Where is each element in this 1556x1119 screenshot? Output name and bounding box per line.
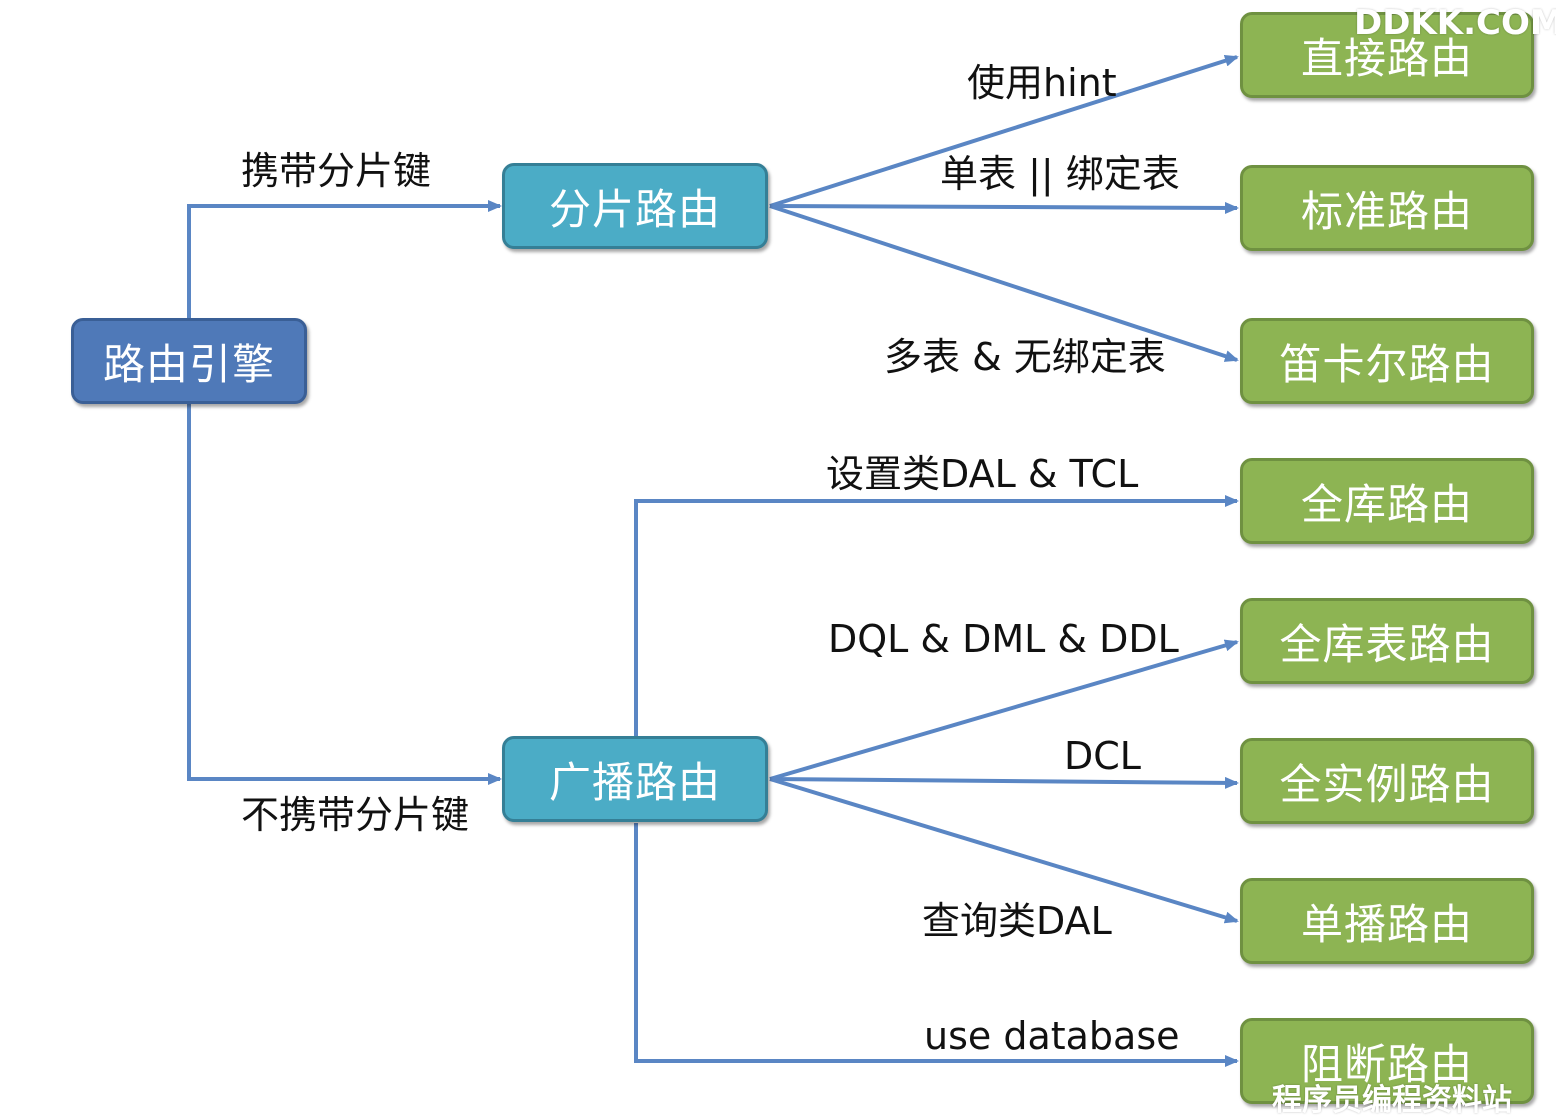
edge-shard-to-hint: [769, 54, 1239, 208]
label-single-or-binding-table: 单表 || 绑定表: [940, 152, 1180, 196]
label-dql-dml-ddl: DQL & DML & DDL: [828, 617, 1179, 661]
watermark-bottom: 程序员编程资料站: [1272, 1083, 1512, 1118]
edge-broadcast-to-ignore: [634, 823, 1239, 1067]
label-dal-tcl: 设置类DAL & TCL: [826, 452, 1139, 496]
edge-broadcast-to-unicast: [769, 777, 1239, 924]
node-instance-broadcast-route: 全实例路由: [1240, 738, 1534, 824]
node-unicast-route: 单播路由: [1240, 878, 1534, 964]
label-query-dal: 查询类DAL: [922, 899, 1112, 943]
label-use-hint: 使用hint: [967, 61, 1117, 105]
node-hint-route: 直接路由: [1240, 12, 1534, 98]
node-database-table-broadcast-route: 全库表路由: [1240, 598, 1534, 684]
edge-broadcast-to-instance: [769, 776, 1239, 789]
edge-broadcast-to-database-table: [769, 639, 1239, 781]
edge-shard-to-cartesian: [769, 204, 1239, 362]
watermark-top: DDKK.COM: [1354, 3, 1556, 43]
edge-root-to-broadcast: [187, 404, 502, 785]
label-with-sharding-key: 携带分片键: [241, 149, 432, 193]
node-cartesian-route: 笛卡尔路由: [1240, 318, 1534, 404]
edge-root-to-shard: [187, 200, 502, 318]
node-ignore-route: 阻断路由: [1240, 1018, 1534, 1104]
edge-broadcast-to-database: [634, 495, 1239, 738]
node-database-broadcast-route: 全库路由: [1240, 458, 1534, 544]
node-routing-engine: 路由引擎: [71, 318, 307, 404]
edge-shard-to-standard: [769, 201, 1239, 214]
label-use-database: use database: [924, 1014, 1180, 1058]
label-dcl: DCL: [1064, 734, 1141, 778]
label-without-sharding-key: 不携带分片键: [241, 793, 470, 837]
node-broadcast-route: 广播路由: [502, 736, 768, 822]
node-sharding-route: 分片路由: [502, 163, 768, 249]
label-multi-table-no-binding: 多表 & 无绑定表: [884, 335, 1166, 379]
node-standard-route: 标准路由: [1240, 165, 1534, 251]
